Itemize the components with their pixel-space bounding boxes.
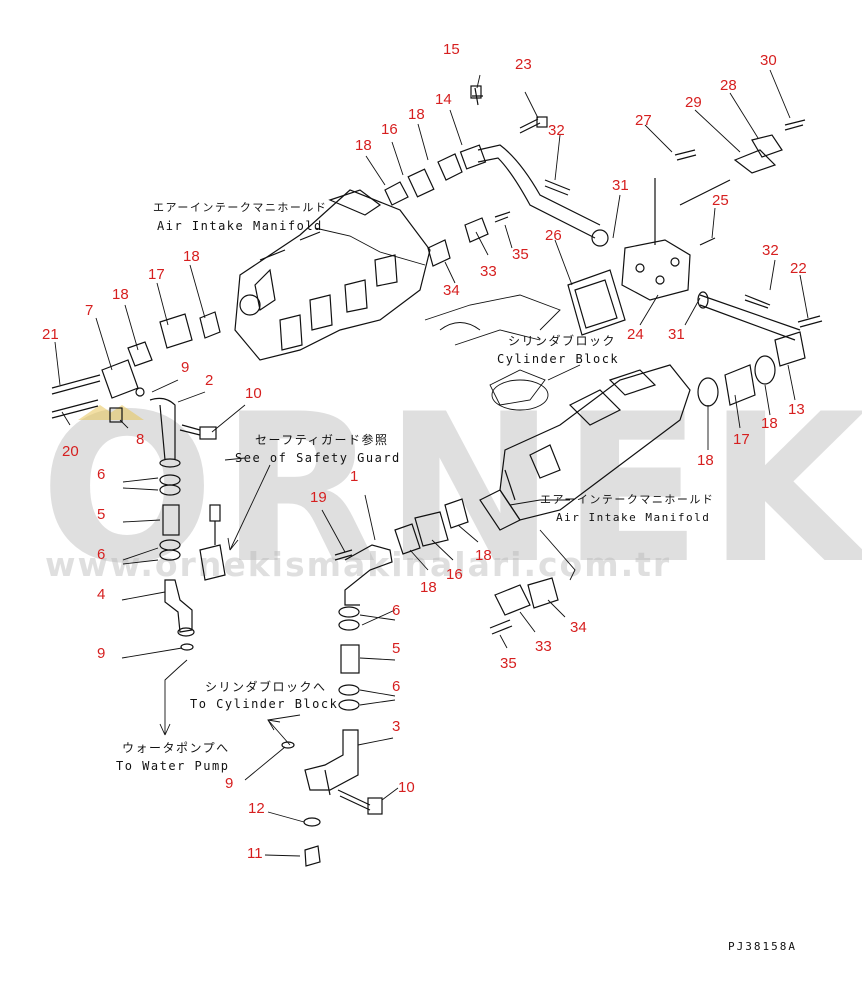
callout: 6 — [97, 466, 106, 483]
callout: 35 — [512, 246, 529, 263]
label-cylinder-block-en: Cylinder Block — [497, 352, 620, 366]
callout: 12 — [248, 800, 265, 817]
callout: 17 — [148, 266, 165, 283]
callout: 6 — [392, 678, 401, 695]
callout: 3 — [392, 718, 401, 735]
callout: 9 — [181, 359, 190, 376]
callout: 34 — [570, 619, 587, 636]
middle-water-pipe — [281, 544, 393, 867]
upper-manifold — [234, 189, 431, 361]
lower-manifold — [479, 364, 691, 531]
label-to-cylinder-block-en: To Cylinder Block — [190, 697, 339, 711]
callout: 4 — [97, 586, 106, 603]
callout: 18 — [355, 137, 372, 154]
reference-arrows — [159, 227, 581, 746]
callout: 34 — [443, 282, 460, 299]
callout: 25 — [712, 192, 729, 209]
cylinder-block-outline — [424, 294, 561, 411]
callout: 16 — [381, 121, 398, 138]
callout: 18 — [183, 248, 200, 265]
callout: 18 — [697, 452, 714, 469]
label-to-water-pump-en: To Water Pump — [116, 759, 230, 773]
callout: 8 — [136, 431, 145, 448]
callout: 10 — [398, 779, 415, 796]
callout: 5 — [392, 640, 401, 657]
callout: 31 — [668, 326, 685, 343]
callout: 33 — [535, 638, 552, 655]
upper-pipe — [459, 85, 609, 247]
left-water-pipe — [149, 397, 226, 651]
callout: 19 — [310, 489, 327, 506]
drawing-code: PJ38158A — [728, 940, 797, 953]
callout: 28 — [720, 77, 737, 94]
callout: 27 — [635, 112, 652, 129]
upper-gaskets — [384, 153, 511, 267]
label-air-intake-upper-jp: エアーインテークマニホールド — [153, 201, 328, 214]
label-cylinder-block-jp: シリンダブロック — [508, 334, 617, 348]
callout: 18 — [420, 579, 437, 596]
callout: 20 — [62, 443, 79, 460]
right-pipe-assembly — [544, 119, 823, 341]
cover-plate — [567, 269, 626, 336]
label-air-intake-lower-en: Air Intake Manifold — [556, 511, 711, 524]
callout: 13 — [788, 401, 805, 418]
callout: 18 — [475, 547, 492, 564]
callout: 32 — [762, 242, 779, 259]
callout: 22 — [790, 260, 807, 277]
callout: 14 — [435, 91, 452, 108]
callout: 18 — [761, 415, 778, 432]
callout: 24 — [627, 326, 644, 343]
label-safety-guard-en: See of Safety Guard — [235, 451, 401, 465]
callout: 23 — [515, 56, 532, 73]
callout: 18 — [408, 106, 425, 123]
callout: 9 — [225, 775, 234, 792]
callout: 9 — [97, 645, 106, 662]
callout: 6 — [392, 602, 401, 619]
lower-gaskets — [394, 498, 559, 635]
callout: 21 — [42, 326, 59, 343]
callout: 30 — [760, 52, 777, 69]
callout: 16 — [446, 566, 463, 583]
leader-lines — [54, 69, 809, 857]
callout: 32 — [548, 122, 565, 139]
callout: 33 — [480, 263, 497, 280]
callout: 1 — [350, 468, 359, 485]
callout: 17 — [733, 431, 750, 448]
label-to-water-pump-jp: ウォータポンプへ — [122, 741, 230, 755]
callout: 15 — [443, 41, 460, 58]
callout: 18 — [112, 286, 129, 303]
label-air-intake-upper-en: Air Intake Manifold — [157, 219, 323, 233]
left-manifold-fittings — [51, 311, 221, 423]
callout: 35 — [500, 655, 517, 672]
label-to-cylinder-block-jp: シリンダブロックへ — [205, 680, 327, 694]
callout: 7 — [85, 302, 94, 319]
label-safety-guard-jp: セーフティガード参照 — [255, 433, 389, 447]
callout: 2 — [205, 372, 214, 389]
callout: 10 — [245, 385, 262, 402]
callout: 26 — [545, 227, 562, 244]
callout: 6 — [97, 546, 106, 563]
callout: 11 — [247, 845, 263, 862]
label-air-intake-lower-jp: エアーインテークマニホールド — [540, 493, 715, 506]
callout: 5 — [97, 506, 106, 523]
callout: 31 — [612, 177, 629, 194]
callout: 29 — [685, 94, 702, 111]
